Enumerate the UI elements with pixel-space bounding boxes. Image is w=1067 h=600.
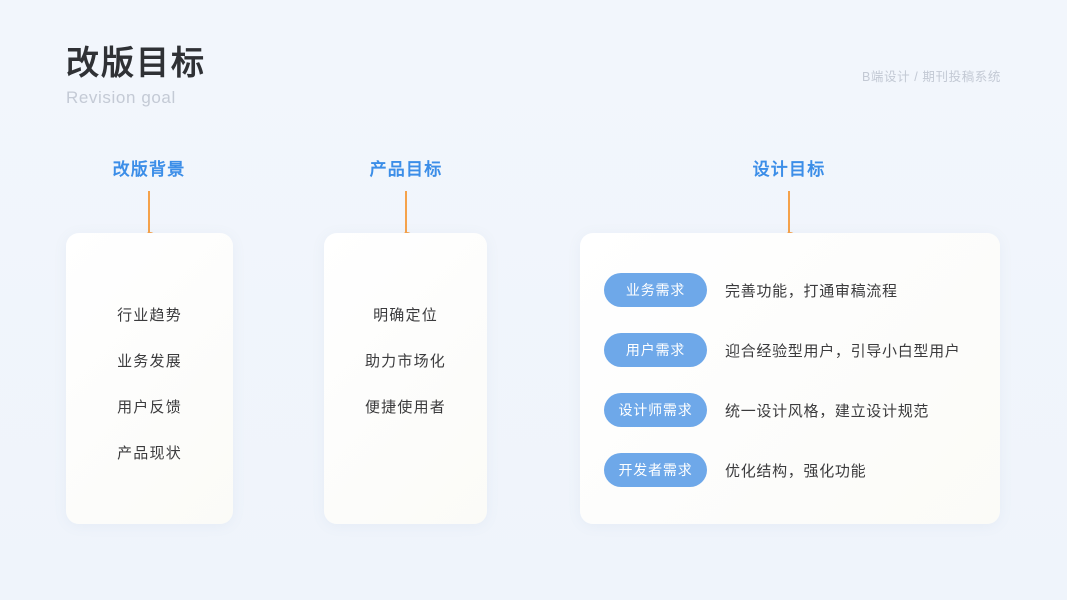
connector-stem-icon bbox=[148, 191, 150, 238]
requirement-row: 业务需求 完善功能，打通审稿流程 bbox=[604, 273, 984, 307]
connector-stem-icon bbox=[788, 191, 790, 238]
page-subtitle: Revision goal bbox=[66, 87, 176, 107]
requirement-row: 用户需求 迎合经验型用户，引导小白型用户 bbox=[604, 333, 984, 367]
list-item: 产品现状 bbox=[117, 445, 182, 462]
column-heading-design-goal: 设计目标 bbox=[752, 160, 826, 179]
card-revision-background: 行业趋势 业务发展 用户反馈 产品现状 bbox=[66, 233, 233, 524]
status-badge: 设计师需求 bbox=[604, 393, 707, 427]
page-title: 改版目标 bbox=[66, 44, 206, 81]
requirement-row: 设计师需求 统一设计风格，建立设计规范 bbox=[604, 393, 984, 427]
list-item: 助力市场化 bbox=[364, 353, 446, 370]
list-item: 用户反馈 bbox=[117, 399, 182, 416]
status-badge: 用户需求 bbox=[604, 333, 707, 367]
list-item: 行业趋势 bbox=[117, 307, 182, 324]
card-product-goal: 明确定位 助力市场化 便捷使用者 bbox=[324, 233, 487, 524]
status-badge: 开发者需求 bbox=[604, 453, 707, 487]
requirement-text: 优化结构，强化功能 bbox=[725, 462, 867, 480]
list-revision-background: 行业趋势 业务发展 用户反馈 产品现状 bbox=[66, 233, 233, 524]
list-item: 便捷使用者 bbox=[364, 399, 446, 416]
requirement-text: 统一设计风格，建立设计规范 bbox=[725, 402, 930, 420]
card-design-goal: 业务需求 完善功能，打通审稿流程 用户需求 迎合经验型用户，引导小白型用户 设计… bbox=[580, 233, 1000, 524]
list-item: 明确定位 bbox=[373, 307, 438, 324]
list-product-goal: 明确定位 助力市场化 便捷使用者 bbox=[324, 233, 487, 524]
requirement-text: 完善功能，打通审稿流程 bbox=[725, 282, 898, 300]
status-badge: 业务需求 bbox=[604, 273, 707, 307]
list-design-requirements: 业务需求 完善功能，打通审稿流程 用户需求 迎合经验型用户，引导小白型用户 设计… bbox=[604, 273, 984, 487]
list-item: 业务发展 bbox=[117, 353, 182, 370]
requirement-text: 迎合经验型用户，引导小白型用户 bbox=[725, 342, 961, 360]
title-block: 改版目标 Revision goal bbox=[66, 44, 206, 108]
column-heading-product-goal: 产品目标 bbox=[369, 160, 443, 179]
connector-stem-icon bbox=[405, 191, 407, 238]
column-heading-background: 改版背景 bbox=[112, 160, 186, 179]
breadcrumb: B端设计 / 期刊投稿系统 bbox=[861, 70, 1001, 84]
requirement-row: 开发者需求 优化结构，强化功能 bbox=[604, 453, 984, 487]
